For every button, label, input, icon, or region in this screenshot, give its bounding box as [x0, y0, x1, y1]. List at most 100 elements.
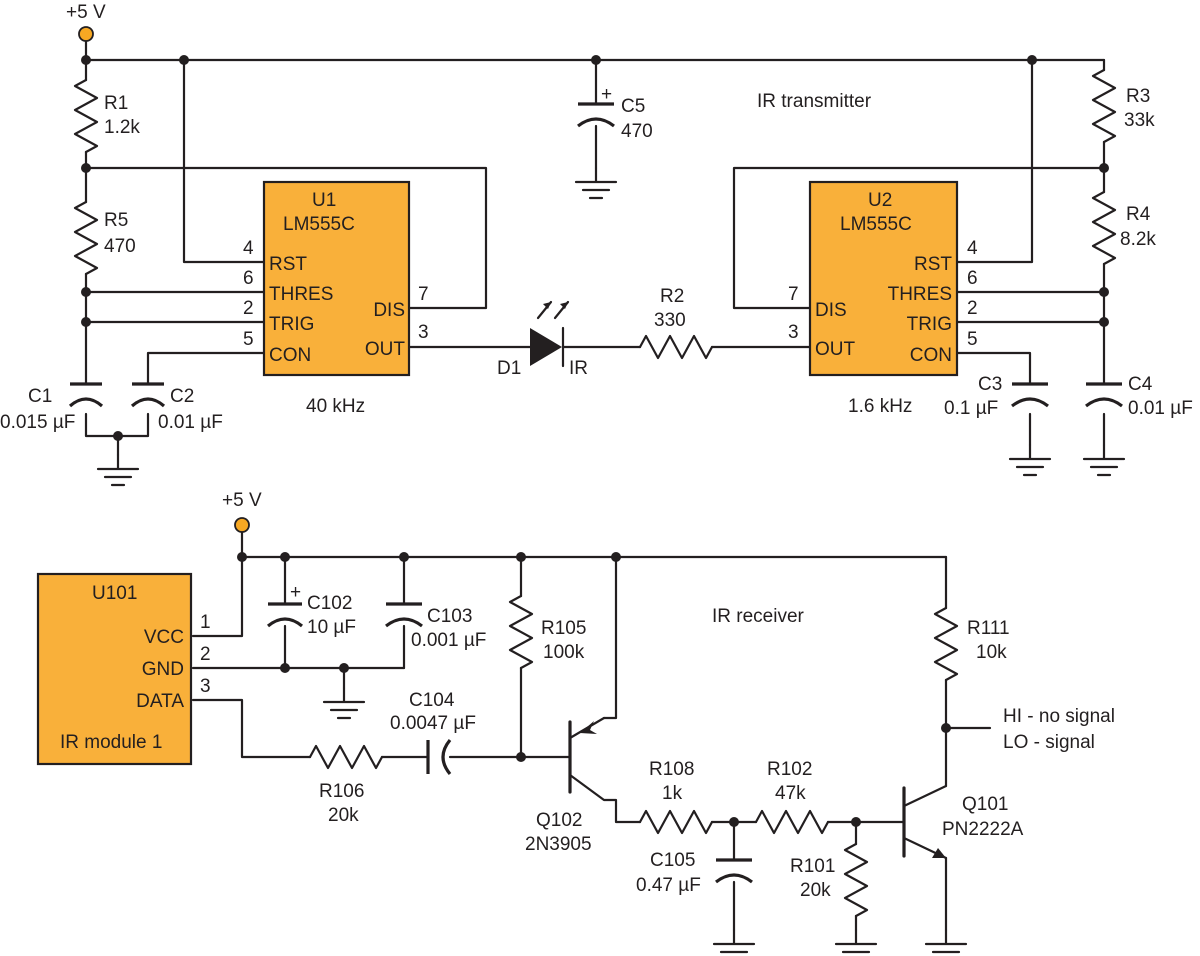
u2-pin-out: OUT [815, 339, 856, 360]
u2-pinnum-thres: 6 [967, 268, 978, 289]
c3-name: C3 [978, 374, 1002, 395]
transmitter-labels: IR transmitter R1 1.2k R5 470 C1 0.015 µ… [0, 86, 1193, 433]
c5-polarity: + [601, 84, 612, 105]
u2-pinnum-con: 5 [967, 329, 978, 350]
led-d1: D1 IR [497, 300, 588, 379]
r111-value: 10k [976, 642, 1007, 663]
c1-value: 0.015 µF [0, 412, 75, 433]
ic-u2: U2 LM555C RST THRES TRIG CON DIS OUT 4 6… [788, 180, 978, 417]
q101-name: Q101 [962, 794, 1008, 815]
r5-value: 470 [104, 236, 136, 257]
u1-pin-out: OUT [365, 339, 406, 360]
u101-module-label: IR module 1 [60, 732, 162, 753]
u2-pin-dis: DIS [815, 300, 847, 321]
u101-pin-vcc: VCC [144, 627, 184, 648]
c104-value: 0.0047 µF [390, 713, 476, 734]
u2-name: U2 [868, 190, 892, 211]
u1-part: LM555C [283, 214, 355, 235]
u1-pin-trig: TRIG [269, 314, 314, 335]
r2-value: 330 [654, 310, 686, 331]
tx-supply-terminal [78, 26, 94, 42]
u1-pin-rst: RST [269, 254, 307, 275]
u2-pinnum-dis: 7 [788, 284, 799, 305]
receiver-capacitors: + [266, 582, 753, 884]
r4-name: R4 [1126, 204, 1151, 225]
u2-pinnum-trig: 2 [967, 298, 978, 319]
q102-name: Q102 [536, 810, 582, 831]
tx-supply-label: +5 V [66, 2, 106, 23]
ic-u1: U1 LM555C RST THRES TRIG CON DIS OUT 4 6… [243, 180, 429, 417]
q102-part: 2N3905 [525, 834, 592, 855]
u1-pinnum-out: 3 [418, 322, 429, 343]
output-hi-label: HI - no signal [1003, 706, 1115, 727]
c102-polarity: + [290, 582, 301, 603]
output-lo-label: LO - signal [1003, 732, 1095, 753]
r1-value: 1.2k [104, 117, 140, 138]
r105-name: R105 [541, 618, 586, 639]
r3-value: 33k [1124, 110, 1155, 131]
u1-frequency: 40 kHz [306, 396, 365, 417]
u2-pin-thres: THRES [888, 284, 952, 305]
u2-pin-con: CON [910, 345, 952, 366]
u101-pinnum-vcc: 1 [200, 612, 211, 633]
transmitter-junctions [81, 55, 1109, 441]
u101-pin-gnd: GND [142, 659, 184, 680]
u2-part: LM555C [840, 214, 912, 235]
ic-u101: U101 VCC GND DATA IR module 1 1 2 3 [36, 572, 211, 766]
receiver-wires [191, 523, 992, 932]
transmitter-capacitors: + [68, 84, 1123, 408]
c102-name: C102 [307, 593, 352, 614]
rx-supply-terminal [234, 517, 250, 533]
r3-name: R3 [1126, 86, 1150, 107]
c104-name: C104 [409, 690, 455, 711]
rx-supply-label: +5 V [222, 490, 262, 511]
u101-pin-data: DATA [136, 691, 184, 712]
receiver-labels: IR receiver C102 10 µF C103 0.001 µF C10… [307, 593, 1115, 901]
u101-name: U101 [92, 583, 137, 604]
u1-pinnum-thres: 6 [243, 268, 254, 289]
c2-value: 0.01 µF [158, 412, 223, 433]
u2-pinnum-out: 3 [788, 322, 799, 343]
r111-name: R111 [967, 618, 1010, 639]
r4-value: 8.2k [1120, 229, 1156, 250]
c102-value: 10 µF [307, 617, 356, 638]
transistor-q102 [568, 716, 606, 794]
r106-value: 20k [328, 805, 359, 826]
u1-pinnum-trig: 2 [243, 298, 254, 319]
c2-name: C2 [170, 386, 194, 407]
u1-pinnum-rst: 4 [243, 238, 254, 259]
rx-title: IR receiver [712, 606, 805, 627]
u101-pinnum-data: 3 [200, 676, 211, 697]
r101-value: 20k [800, 880, 831, 901]
c5-value: 470 [621, 121, 653, 142]
u1-pin-dis: DIS [373, 300, 405, 321]
r1-name: R1 [104, 93, 128, 114]
u1-name: U1 [312, 190, 336, 211]
c5-name: C5 [621, 96, 645, 117]
c105-name: C105 [650, 850, 695, 871]
c4-name: C4 [1128, 374, 1153, 395]
c3-value: 0.1 µF [944, 398, 998, 419]
u1-pinnum-con: 5 [243, 329, 254, 350]
u1-pin-thres: THRES [269, 284, 333, 305]
c1-name: C1 [28, 386, 52, 407]
d1-type: IR [569, 358, 588, 379]
d1-name: D1 [497, 358, 521, 379]
u2-frequency: 1.6 kHz [848, 396, 912, 417]
u2-pin-trig: TRIG [907, 314, 952, 335]
tx-title: IR transmitter [757, 91, 872, 112]
r108-value: 1k [662, 783, 683, 804]
r102-name: R102 [767, 759, 812, 780]
c105-value: 0.47 µF [636, 875, 701, 896]
r2-name: R2 [660, 286, 684, 307]
r101-name: R101 [790, 856, 835, 877]
transmitter-grounds [96, 166, 1126, 487]
receiver-junctions [237, 552, 951, 827]
transmitter-wires [73, 32, 1117, 457]
r106-name: R106 [319, 781, 364, 802]
q101-part: PN2222A [942, 819, 1024, 840]
u101-pinnum-gnd: 2 [200, 644, 211, 665]
c103-value: 0.001 µF [411, 630, 486, 651]
r108-name: R108 [649, 759, 694, 780]
c103-name: C103 [427, 606, 472, 627]
